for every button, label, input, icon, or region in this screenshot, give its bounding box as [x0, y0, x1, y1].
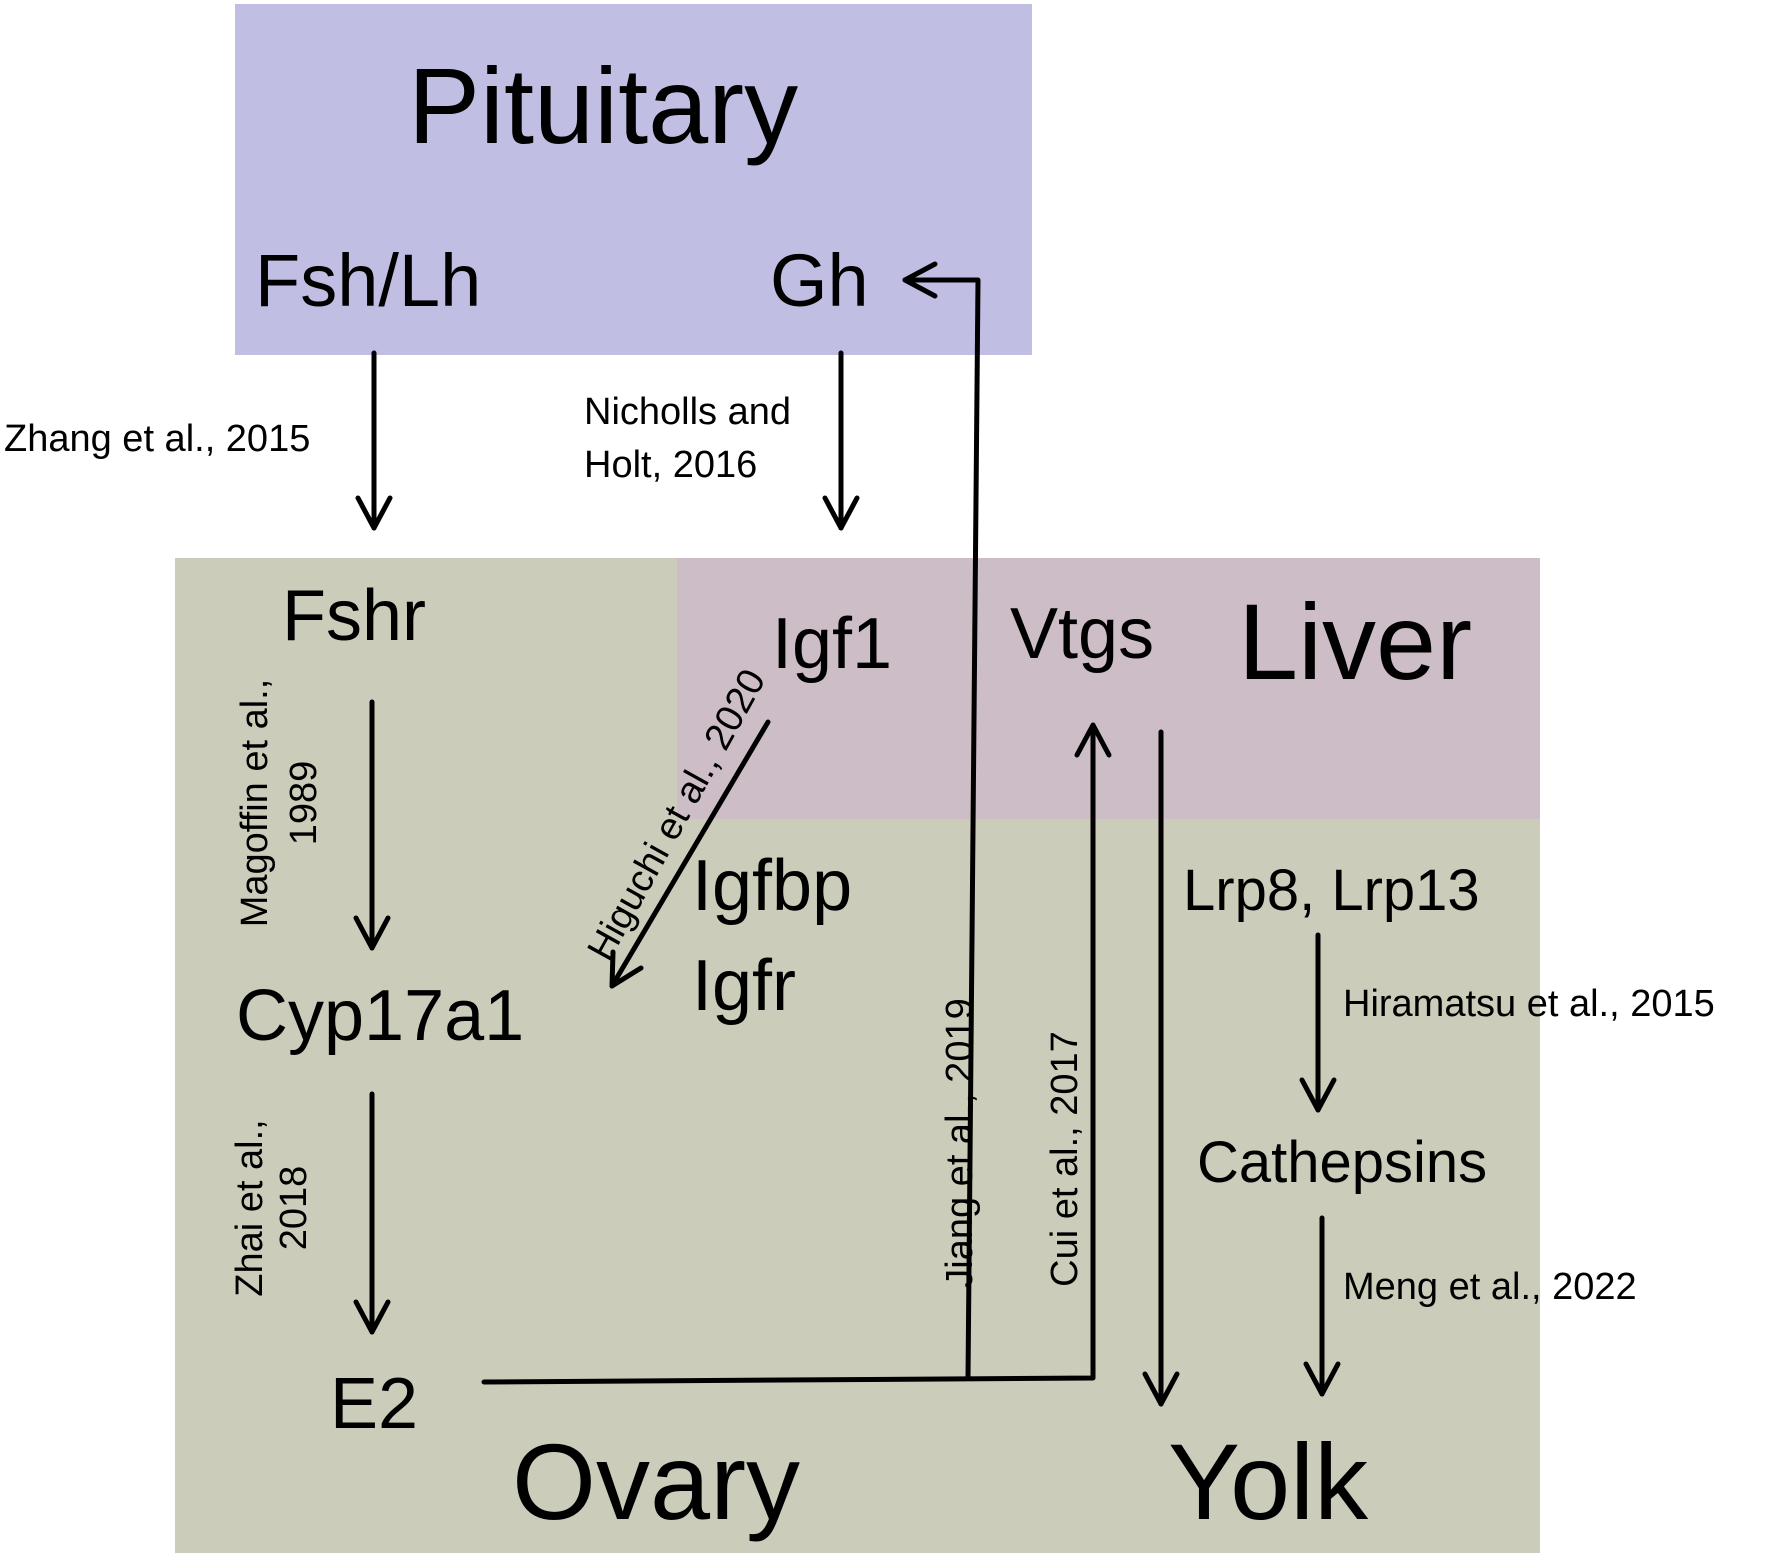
node-cyp17a1: Cyp17a1 [236, 976, 525, 1056]
citation-zhang: Zhang et al., 2015 [4, 418, 311, 460]
node-igf1: Igf1 [772, 604, 893, 684]
arrowhead-vtgs-to-yolk [1142, 1371, 1180, 1407]
node-igfbp: Igfbp [692, 846, 853, 926]
arrowhead-fshr-to-cyp17a1 [353, 915, 391, 951]
liver-region [677, 558, 1540, 819]
arrow-e2-to-gh [902, 277, 981, 1381]
node-cathepsins: Cathepsins [1197, 1130, 1488, 1195]
pituitary-region [235, 4, 1032, 355]
citation-hiramatsu: Hiramatsu et al., 2015 [1343, 983, 1715, 1025]
arrowhead-e2-to-gh [902, 261, 938, 299]
yolk-title: Yolk [1168, 1421, 1369, 1542]
citation-nicholls-line2: Holt, 2016 [584, 444, 758, 486]
arrowhead-e2-to-vtgs [1074, 722, 1112, 758]
arrowhead-gh-to-igf1 [822, 495, 860, 531]
citation-nicholls-line1: Nicholls and [584, 391, 791, 433]
node-gh: Gh [770, 239, 869, 322]
arrow-e2-feedback-line [481, 729, 1096, 1385]
arrowhead-lrp-to-cathepsins [1299, 1077, 1337, 1113]
node-fsh-lh: Fsh/Lh [255, 239, 482, 322]
arrowhead-fsh-to-fshr [355, 495, 393, 531]
node-vtgs: Vtgs [1010, 594, 1155, 674]
arrowhead-cathepsins-to-yolk [1303, 1361, 1341, 1397]
node-e2: E2 [330, 1364, 419, 1444]
citation-meng: Meng et al., 2022 [1343, 1266, 1637, 1308]
arrowhead-cyp17a1-to-e2 [353, 1299, 391, 1335]
liver-title: Liver [1238, 581, 1473, 702]
node-igfr: Igfr [692, 946, 797, 1026]
node-fshr: Fshr [282, 576, 426, 656]
arrow-igf1-to-cyp17a1 [609, 719, 771, 989]
ovary-title: Ovary [512, 1421, 801, 1542]
pituitary-title: Pituitary [408, 45, 799, 166]
node-lrp: Lrp8, Lrp13 [1183, 858, 1480, 923]
arrowhead-igf1-to-cyp17a1 [609, 949, 644, 989]
